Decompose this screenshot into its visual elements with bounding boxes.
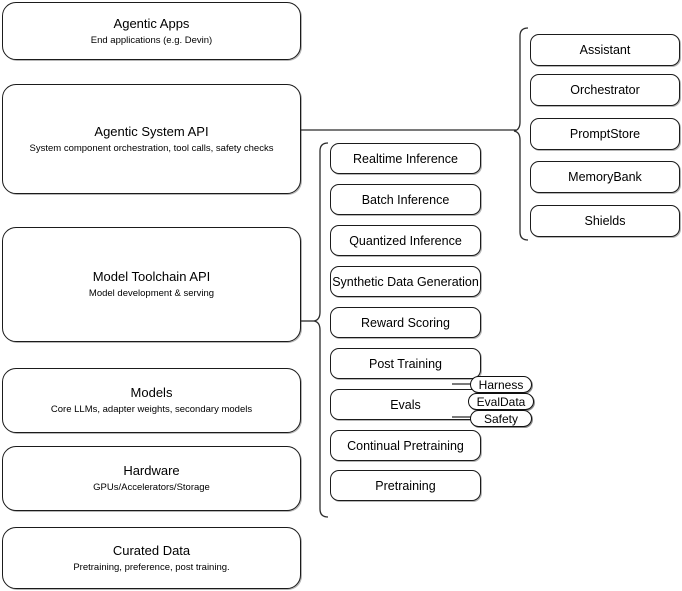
item-label: Pretraining [375, 478, 436, 493]
badge-label: EvalData [476, 394, 526, 409]
agentic-item-shields[interactable]: Shields [530, 205, 680, 237]
item-label: Orchestrator [570, 83, 640, 97]
toolchain-item-post-training[interactable]: Post Training [330, 348, 481, 379]
toolchain-item-realtime-inference[interactable]: Realtime Inference [330, 143, 481, 174]
layer-agentic-system-api[interactable]: Agentic System API System component orch… [2, 84, 301, 194]
agentic-item-assistant[interactable]: Assistant [530, 34, 680, 66]
eval-badge-safety[interactable]: Safety [470, 410, 532, 427]
item-label: MemoryBank [568, 170, 642, 184]
agentic-item-promptstore[interactable]: PromptStore [530, 118, 680, 150]
item-label: Batch Inference [361, 192, 450, 207]
toolchain-item-continual-pretraining[interactable]: Continual Pretraining [330, 430, 481, 461]
brace-agentic-components [513, 27, 529, 241]
layer-agentic-apps[interactable]: Agentic Apps End applications (e.g. Devi… [2, 2, 301, 60]
item-label: Continual Pretraining [347, 438, 464, 453]
item-label: Assistant [579, 43, 631, 57]
brace-toolchain-components [313, 142, 329, 518]
toolchain-item-synthetic-data-generation[interactable]: Synthetic Data Generation [330, 266, 481, 297]
eval-badge-evaldata[interactable]: EvalData [468, 393, 534, 410]
item-label: Shields [584, 214, 626, 228]
layer-subtitle: Pretraining, preference, post training. [73, 561, 230, 573]
layer-subtitle: End applications (e.g. Devin) [90, 34, 213, 46]
toolchain-item-evals[interactable]: Evals [330, 389, 481, 420]
layer-model-toolchain-api[interactable]: Model Toolchain API Model development & … [2, 227, 301, 342]
layer-title: Models [130, 385, 173, 400]
layer-subtitle: GPUs/Accelerators/Storage [93, 482, 210, 493]
item-label: Realtime Inference [353, 151, 458, 166]
agentic-item-memorybank[interactable]: MemoryBank [530, 161, 680, 193]
layer-subtitle: Core LLMs, adapter weights, secondary mo… [50, 404, 253, 415]
toolchain-item-pretraining[interactable]: Pretraining [330, 470, 481, 501]
item-label: Synthetic Data Generation [332, 274, 479, 289]
layer-curated-data[interactable]: Curated Data Pretraining, preference, po… [2, 527, 301, 589]
layer-title: Agentic Apps [113, 15, 190, 31]
item-label: PromptStore [569, 127, 641, 141]
layer-title: Curated Data [112, 542, 191, 558]
item-label: Quantized Inference [349, 233, 462, 248]
eval-badge-harness[interactable]: Harness [470, 376, 532, 393]
layer-title: Hardware [123, 463, 180, 478]
layer-title: Model Toolchain API [92, 269, 211, 284]
badge-label: Harness [478, 377, 524, 392]
toolchain-item-quantized-inference[interactable]: Quantized Inference [330, 225, 481, 256]
item-label: Evals [390, 397, 421, 412]
item-label: Post Training [369, 356, 442, 371]
layer-models[interactable]: Models Core LLMs, adapter weights, secon… [2, 368, 301, 433]
agentic-item-orchestrator[interactable]: Orchestrator [530, 74, 680, 106]
layer-subtitle: System component orchestration, tool cal… [29, 142, 274, 154]
toolchain-item-reward-scoring[interactable]: Reward Scoring [330, 307, 481, 338]
toolchain-item-batch-inference[interactable]: Batch Inference [330, 184, 481, 215]
item-label: Reward Scoring [361, 315, 450, 330]
badge-label: Safety [483, 411, 519, 426]
layer-subtitle: Model development & serving [88, 288, 215, 299]
layer-title: Agentic System API [94, 123, 209, 139]
layer-hardware[interactable]: Hardware GPUs/Accelerators/Storage [2, 446, 301, 511]
